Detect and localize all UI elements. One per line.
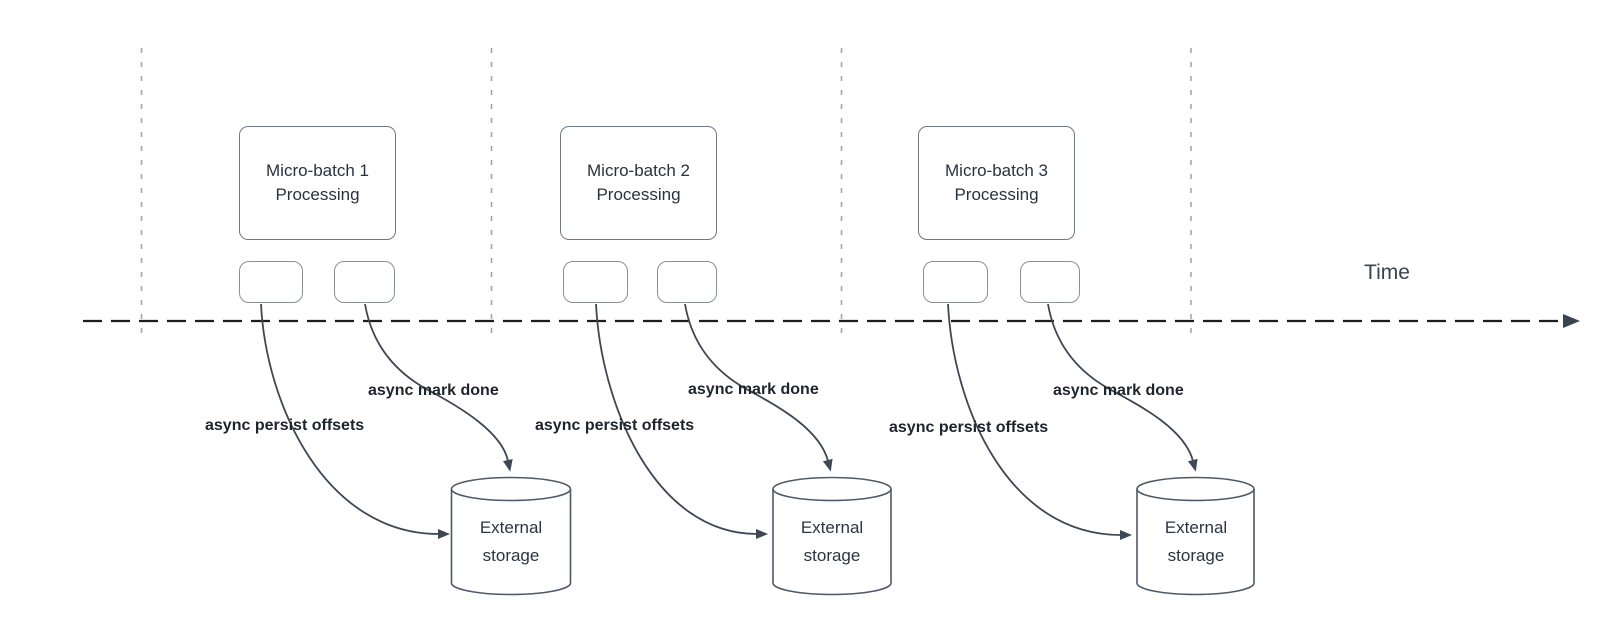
persist-offsets-arrow-1 [260, 303, 450, 539]
persist-offsets-arrow-3 [947, 303, 1132, 540]
mark-done-label-2: async mark done [688, 381, 819, 398]
done-box-3 [1020, 261, 1080, 303]
mark-done-arrow-1 [364, 303, 513, 472]
micro-batch-3-box: Micro-batch 3 Processing [918, 126, 1075, 240]
micro-batch-2-subtitle: Processing [596, 185, 681, 204]
storage-label-3: External storage [1136, 514, 1256, 570]
done-box-1 [334, 261, 395, 303]
persist-offsets-arrow-2 [595, 303, 768, 539]
micro-batch-1-title: Micro-batch 1 [266, 161, 369, 180]
mark-done-arrow-3 [1047, 303, 1198, 472]
storage-label-1-line1: External [479, 518, 543, 537]
storage-cylinder-3 [1136, 476, 1255, 596]
storage-label-2-line2: storage [803, 546, 861, 565]
storage-label-3-line1: External [1164, 518, 1228, 537]
storage-cylinder-1 [450, 476, 572, 596]
persist-offsets-label-1: async persist offsets [205, 417, 365, 434]
micro-batch-2-box: Micro-batch 2 Processing [560, 126, 717, 240]
mark-done-label-1: async mark done [368, 382, 499, 399]
micro-batch-2-title: Micro-batch 2 [587, 161, 690, 180]
time-axis-label: Time [1364, 261, 1410, 284]
storage-cylinder-2 [772, 476, 892, 596]
micro-batch-3-subtitle: Processing [954, 185, 1039, 204]
persist-offsets-label-3: async persist offsets [889, 419, 1049, 436]
offset-box-1 [239, 261, 303, 303]
mark-done-arrow-2 [684, 303, 833, 472]
storage-label-3-line2: storage [1167, 546, 1225, 565]
mark-done-label-3: async mark done [1053, 382, 1184, 399]
time-axis-arrowhead [1563, 314, 1580, 328]
storage-label-2-line1: External [800, 518, 864, 537]
offset-box-2 [563, 261, 628, 303]
storage-label-1: External storage [451, 514, 571, 570]
micro-batch-1-subtitle: Processing [275, 185, 360, 204]
micro-batch-3-title: Micro-batch 3 [945, 161, 1048, 180]
persist-offsets-label-2: async persist offsets [535, 417, 695, 434]
micro-batch-1-box: Micro-batch 1 Processing [239, 126, 396, 240]
offset-box-3 [923, 261, 988, 303]
done-box-2 [657, 261, 717, 303]
storage-label-2: External storage [772, 514, 892, 570]
storage-label-1-line2: storage [482, 546, 540, 565]
